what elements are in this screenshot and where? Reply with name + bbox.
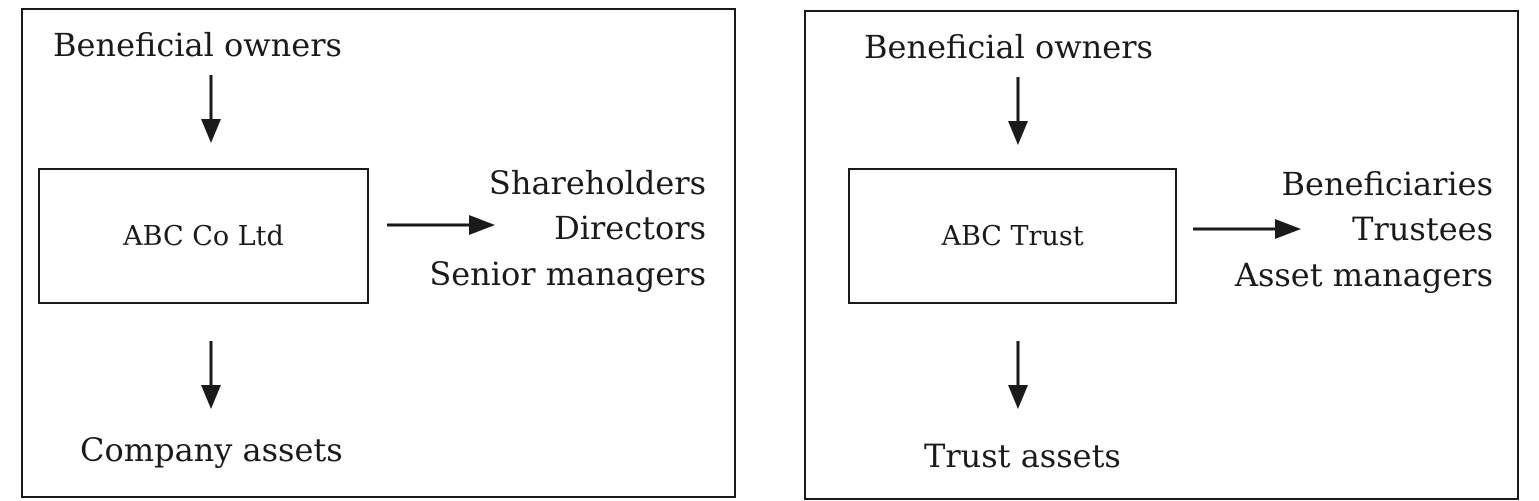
company-role-directors: Directors	[554, 209, 706, 247]
trust-assets-label: Trust assets	[924, 437, 1121, 475]
trust-panel	[804, 10, 1519, 500]
company-beneficial-owners-label: Beneficial owners	[53, 26, 342, 64]
company-entity-name: ABC Co Ltd	[123, 220, 284, 252]
company-role-senior-managers: Senior managers	[429, 255, 706, 293]
company-assets-label: Company assets	[80, 431, 343, 469]
trust-role-beneficiaries: Beneficiaries	[1281, 165, 1493, 203]
company-panel	[21, 8, 736, 498]
trust-assets-down-arrow	[1008, 341, 1028, 409]
trust-entity-name: ABC Trust	[941, 220, 1084, 252]
trust-role-trustees: Trustees	[1352, 210, 1493, 248]
company-role-shareholders: Shareholders	[488, 164, 706, 202]
company-entity-box: ABC Co Ltd	[38, 168, 369, 304]
company-roles-right-arrow	[387, 215, 495, 235]
trust-entity-box: ABC Trust	[848, 168, 1177, 304]
trust-owners-down-arrow	[1008, 77, 1028, 145]
company-owners-down-arrow	[201, 75, 221, 143]
trust-beneficial-owners-label: Beneficial owners	[864, 28, 1153, 66]
company-assets-down-arrow	[201, 341, 221, 409]
trust-role-asset-managers: Asset managers	[1234, 256, 1493, 294]
trust-roles-right-arrow	[1193, 219, 1301, 239]
